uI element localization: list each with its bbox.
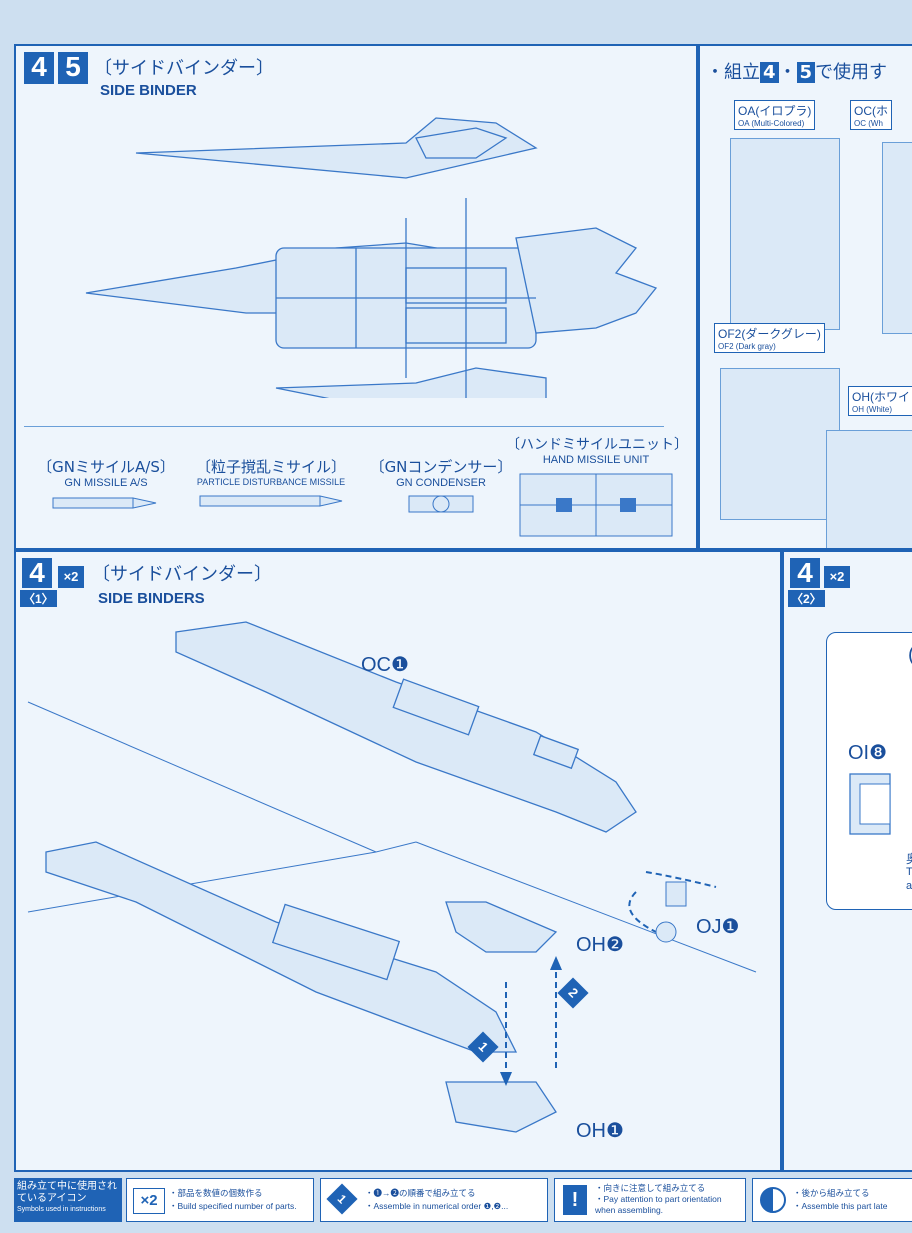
part-hand-missile-en: HAND MISSILE UNIT xyxy=(542,454,650,466)
step-4-1-title-en: SIDE BINDERS xyxy=(98,590,205,607)
legend-item-orientation: ! ・向きに注意して組み立てる ・Pay attention to part o… xyxy=(554,1178,746,1222)
part-gn-missile: 〔GNミサイルA/S〕 GN MISSILE A/S xyxy=(26,456,186,516)
runner-oa-jp: OA(イロプラ) xyxy=(738,104,812,118)
runner-oh-label: OH(ホワイ OH (White) xyxy=(848,386,912,416)
runner-oa-label: OA(イロプラ) OA (Multi-Colored) xyxy=(734,100,816,130)
label-oj1: OJ❶ xyxy=(696,916,740,938)
runner-oa-en: OA (Multi-Colored) xyxy=(738,119,805,128)
step-4-2-note-3: a xyxy=(906,880,912,892)
runner-oh xyxy=(826,430,912,548)
step-4-1-sub: 〈1〉 xyxy=(20,590,57,607)
label-oi8: OI❽ xyxy=(848,742,888,764)
runner-oh-jp: OH(ホワイ xyxy=(852,390,910,404)
legend-title-en: Symbols used in instructions xyxy=(17,1206,106,1213)
label-oc1: OC❶ xyxy=(361,654,409,676)
runner-oa xyxy=(730,138,840,330)
step-4-2-number: 4 xyxy=(790,558,820,588)
step-4-2-note-2: T xyxy=(906,866,912,878)
part-particle-missile-en: PARTICLE DISTURBANCE MISSILE xyxy=(196,477,346,487)
step-4-1-illustration xyxy=(27,621,757,1133)
overview-title-jp: 〔サイドバインダー〕 xyxy=(94,58,274,79)
legend-item-multiplier: ×2 ・部品を数値の個数作る ・Build specified number o… xyxy=(126,1178,314,1222)
step-number-5: 5 xyxy=(58,52,88,84)
runner-heading-num1: 4 xyxy=(760,62,779,83)
step-4-2-multiplier: ×2 xyxy=(824,566,850,588)
label-oh2: OH❷ xyxy=(576,934,624,956)
legend-sequence-jp: ・❶→❷の順番で組み立てる xyxy=(365,1188,476,1198)
gn-condenser-icon xyxy=(408,495,474,513)
legend-multiplier-jp: ・部品を数値の個数作る xyxy=(169,1188,263,1198)
runner-of2-en: OF2 (Dark gray) xyxy=(718,342,776,351)
sequence-icon: 1 xyxy=(326,1183,358,1215)
runner-heading-prefix: ・組立 xyxy=(706,62,760,83)
legend-title-jp: 組み立て中に使用されているアイコン xyxy=(17,1181,117,1204)
step-4-1-multiplier: ×2 xyxy=(58,566,84,588)
part-gn-condenser-en: GN CONDENSER xyxy=(396,477,486,489)
step-4-1-number: 4 xyxy=(22,558,52,588)
legend-orientation-en: ・Pay attention to part orientation when … xyxy=(595,1194,722,1215)
gn-missile-icon xyxy=(52,497,157,509)
divider-line xyxy=(24,426,664,427)
step-4-2-sub: 〈2〉 xyxy=(788,590,825,607)
legend-item-later: ・後から組み立てる ・Assemble this part late xyxy=(752,1178,912,1222)
runner-heading-sep: ・ xyxy=(778,62,797,83)
part-particle-missile: 〔粒子撹乱ミサイル〕 PARTICLE DISTURBANCE MISSILE xyxy=(176,456,366,514)
exclamation-icon: ! xyxy=(563,1185,587,1215)
runner-heading-suffix: で使用す xyxy=(815,62,888,83)
step-4-2-panel: 4 〈2〉 ×2 ( OI❽ 奥 T a xyxy=(782,550,912,1172)
hand-missile-unit-icon xyxy=(519,473,673,537)
runner-heading-num2: 5 xyxy=(796,62,816,83)
runner-of2-label: OF2(ダークグレー) OF2 (Dark gray) xyxy=(714,323,825,353)
legend-sequence-en: ・Assemble in numerical order ❶,❷... xyxy=(365,1201,509,1211)
legend-title: 組み立て中に使用されているアイコン Symbols used in instru… xyxy=(14,1178,122,1222)
step-4-1-panel: 4 〈1〉 ×2 〔サイドバインダー〕 SIDE BINDERS OC❶ OJ❶… xyxy=(14,550,782,1172)
step-4-1-title-jp: 〔サイドバインダー〕 xyxy=(92,564,272,585)
overview-title-en: SIDE BINDER xyxy=(100,82,197,99)
legend-multiplier-en: ・Build specified number of parts. xyxy=(169,1201,297,1211)
step-4-2-inner-box xyxy=(826,632,912,910)
legend-later-jp: ・後から組み立てる xyxy=(793,1188,870,1198)
step-4-2-label-top: ( xyxy=(908,644,912,667)
part-hand-missile-unit: 〔ハンドミサイルユニット〕 HAND MISSILE UNIT xyxy=(506,434,688,545)
side-binder-overview-panel: 4 5 〔サイドバインダー〕 SIDE BINDER 〔GNミサイルA/S〕 G… xyxy=(14,44,698,550)
runner-oc-jp: OC(ホ xyxy=(854,104,888,118)
legend-item-sequence: 1 ・❶→❷の順番で組み立てる ・Assemble in numerical o… xyxy=(320,1178,548,1222)
legend-orientation-jp: ・向きに注意して組み立てる xyxy=(595,1183,706,1193)
part-gn-missile-jp: 〔GNミサイルA/S〕 xyxy=(37,458,175,476)
oi-part-illustration xyxy=(849,773,891,835)
label-oh1: OH❶ xyxy=(576,1120,624,1142)
part-gn-missile-en: GN MISSILE A/S xyxy=(64,477,148,489)
part-gn-condenser-jp: 〔GNコンデンサー〕 xyxy=(369,458,513,476)
runner-of2 xyxy=(720,368,840,520)
step-number-4: 4 xyxy=(24,52,54,84)
particle-missile-icon xyxy=(199,495,343,507)
multiplier-icon: ×2 xyxy=(133,1188,165,1214)
side-binder-illustration xyxy=(85,117,658,398)
part-gn-condenser: 〔GNコンデンサー〕 GN CONDENSER xyxy=(366,456,516,522)
half-circle-icon xyxy=(760,1187,786,1213)
runner-oc xyxy=(882,142,912,334)
part-particle-missile-jp: 〔粒子撹乱ミサイル〕 xyxy=(195,458,346,476)
part-hand-missile-jp: 〔ハンドミサイルユニット〕 xyxy=(506,437,688,453)
runner-oc-en: OC (Wh xyxy=(854,119,883,128)
step-4-2-note-1: 奥 xyxy=(906,850,912,867)
legend-later-en: ・Assemble this part late xyxy=(793,1201,888,1211)
runner-of2-jp: OF2(ダークグレー) xyxy=(718,327,821,341)
runner-oc-label: OC(ホ OC (Wh xyxy=(850,100,892,130)
icon-legend-footer: 組み立て中に使用されているアイコン Symbols used in instru… xyxy=(0,1172,912,1233)
runner-oh-en: OH (White) xyxy=(852,405,892,414)
